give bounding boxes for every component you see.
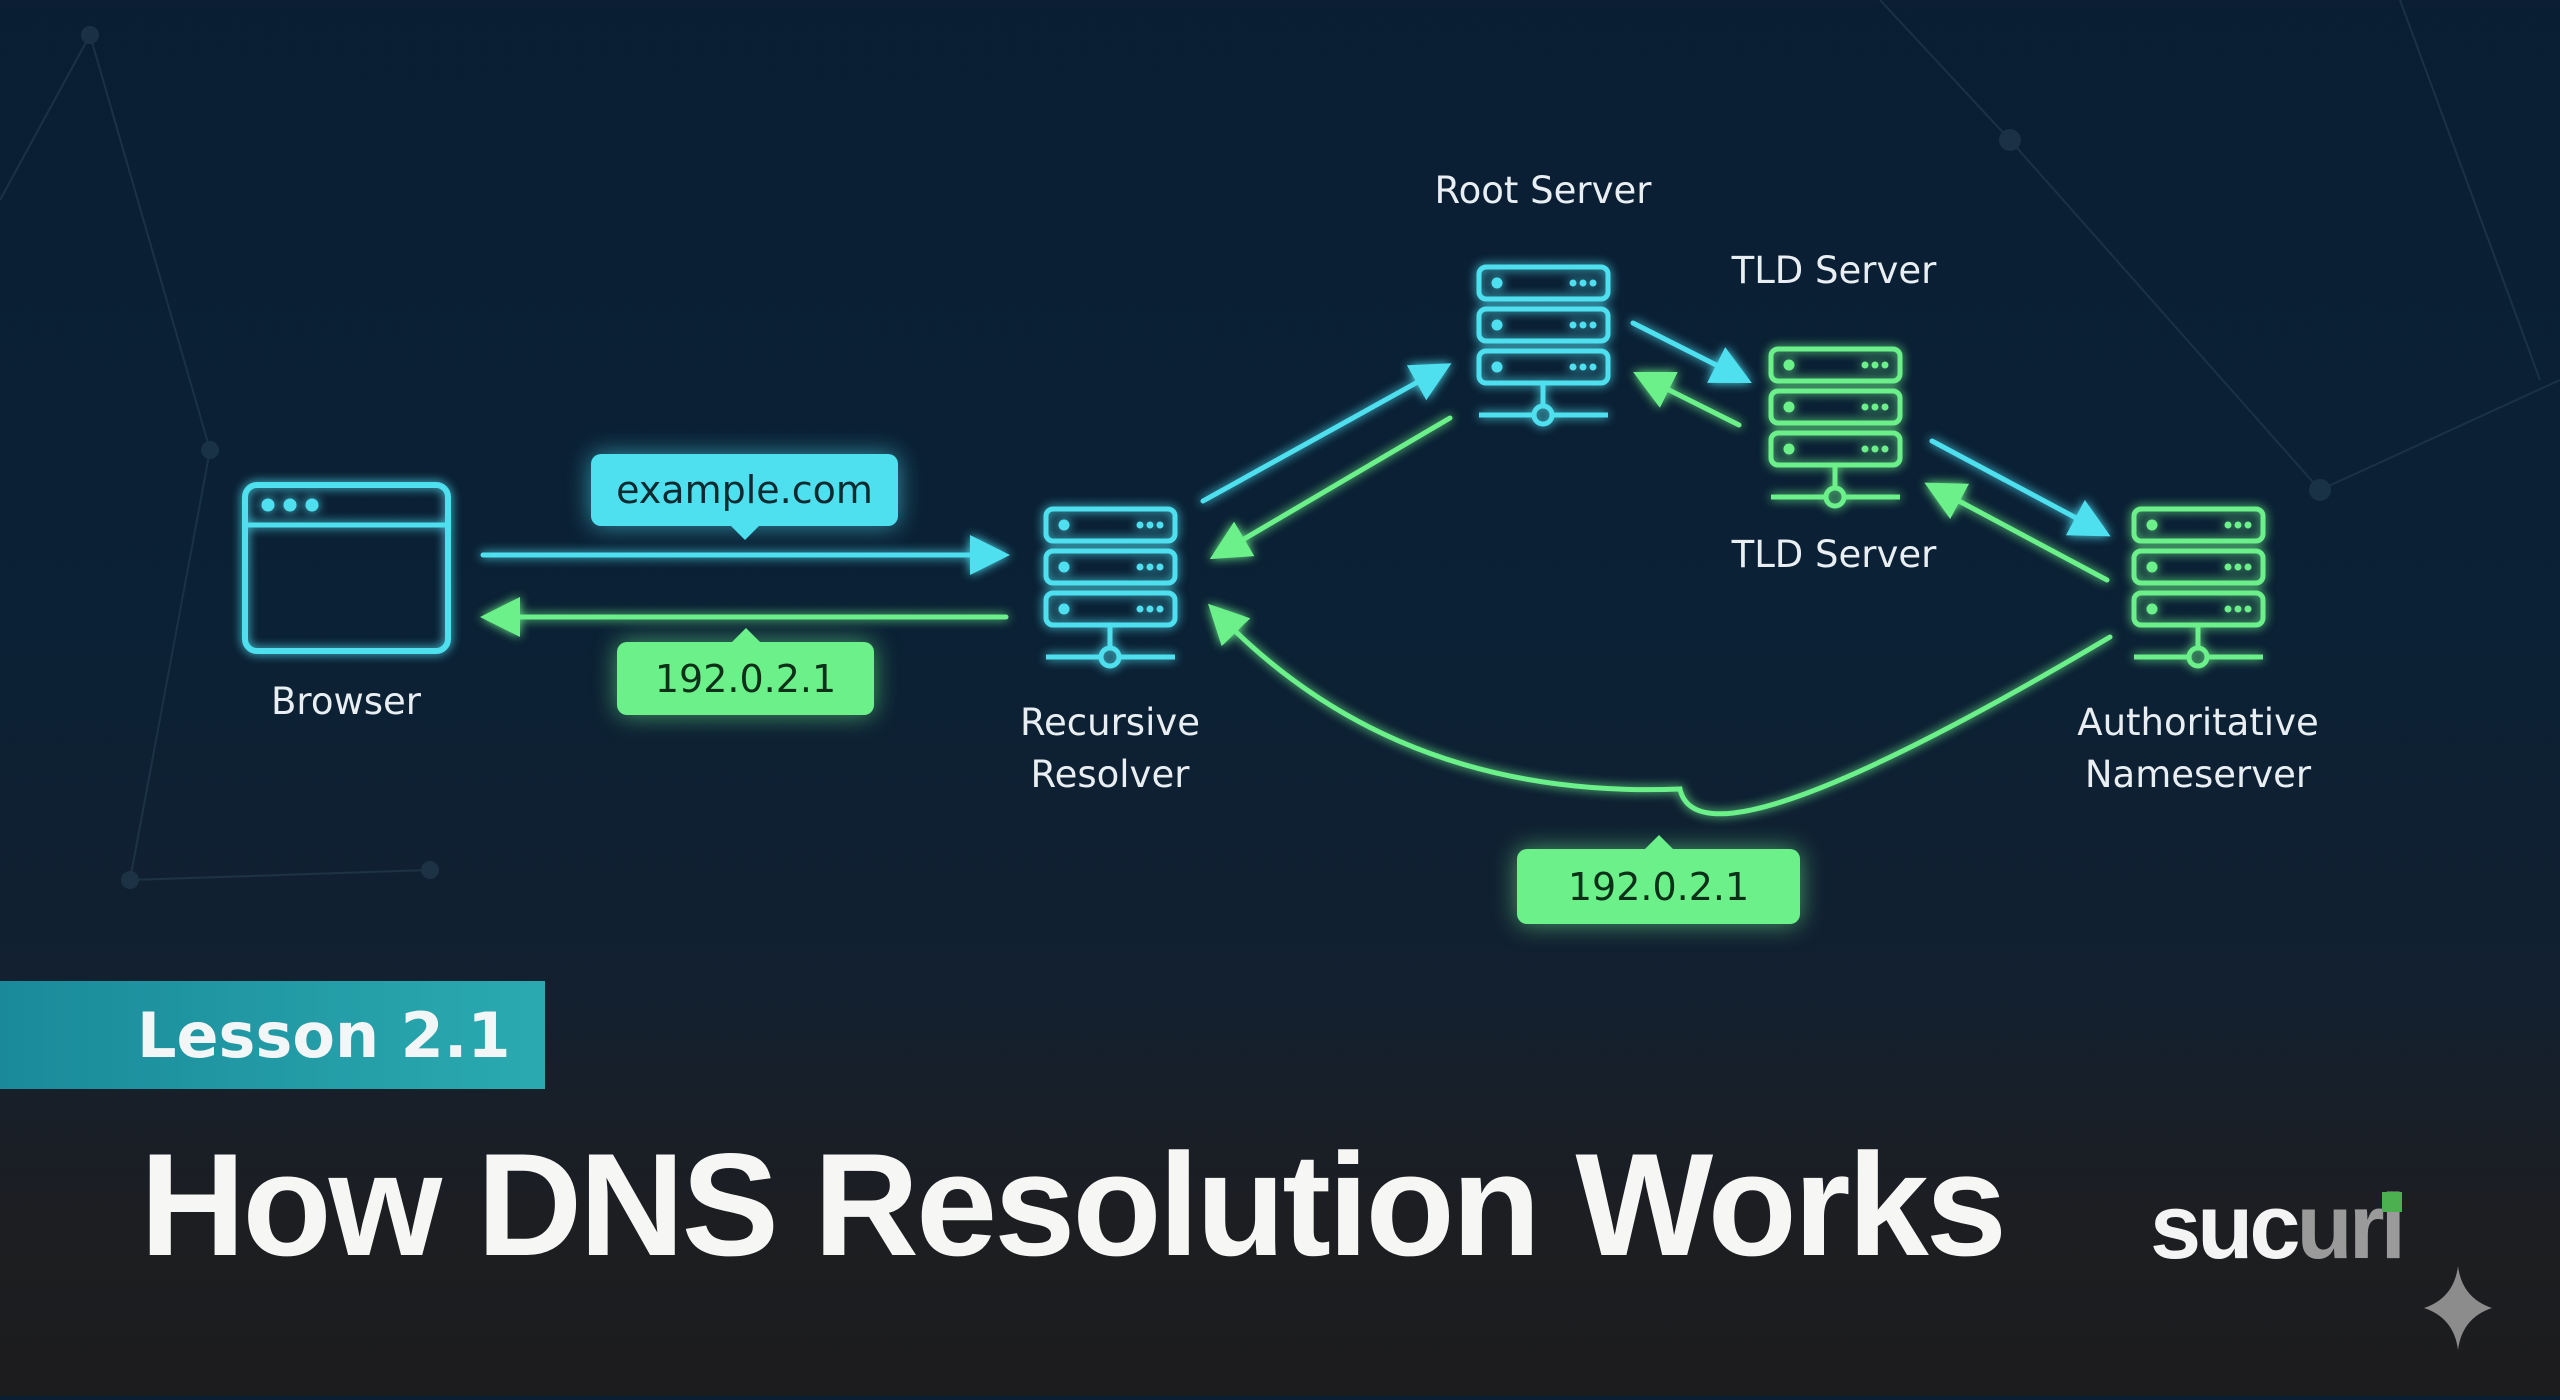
browser-label: Browser [271, 680, 421, 723]
authoritative-label-line1: Authoritative [2077, 701, 2319, 744]
arrow-root-to-resolver [1209, 415, 1453, 560]
authoritative-label-line2: Nameserver [2084, 753, 2312, 796]
query-pill: example.com [591, 454, 898, 540]
arrow-tld-to-authoritative [1929, 438, 2111, 537]
lesson-badge: Lesson 2.1 [0, 981, 545, 1089]
root-label: Root Server [1434, 169, 1652, 212]
page-title: How DNS Resolution Works [140, 1123, 2007, 1286]
resolver-label-line2: Resolver [1030, 753, 1190, 796]
tld-label-bottom: TLD Server [1731, 533, 1937, 576]
arrow-authoritative-to-tld [1924, 482, 2110, 583]
tld-label-top: TLD Server [1731, 249, 1937, 292]
resolver-server-icon [1046, 509, 1175, 666]
sparkle-icon [2424, 1266, 2492, 1350]
svg-text:sucuri: sucuri [2150, 1176, 2402, 1278]
lesson-badge-text: Lesson 2.1 [137, 999, 511, 1072]
root-server-icon [1479, 267, 1608, 424]
answer-pill-browser: 192.0.2.1 [617, 628, 874, 715]
tld-server-icon [1771, 349, 1900, 506]
arrow-root-to-tld [1630, 320, 1752, 384]
authoritative-server-icon [2134, 509, 2263, 666]
background-network [0, 0, 2560, 889]
browser-icon [242, 482, 451, 654]
answer-pill-authoritative: 192.0.2.1 [1517, 835, 1800, 924]
arrow-authoritative-to-resolver [1208, 603, 2113, 817]
resolver-label-line1: Recursive [1019, 701, 1201, 744]
arrow-tld-to-root [1633, 372, 1742, 428]
arrow-resolver-to-root [1200, 363, 1452, 504]
sucuri-logo: sucuri [2150, 1176, 2492, 1350]
